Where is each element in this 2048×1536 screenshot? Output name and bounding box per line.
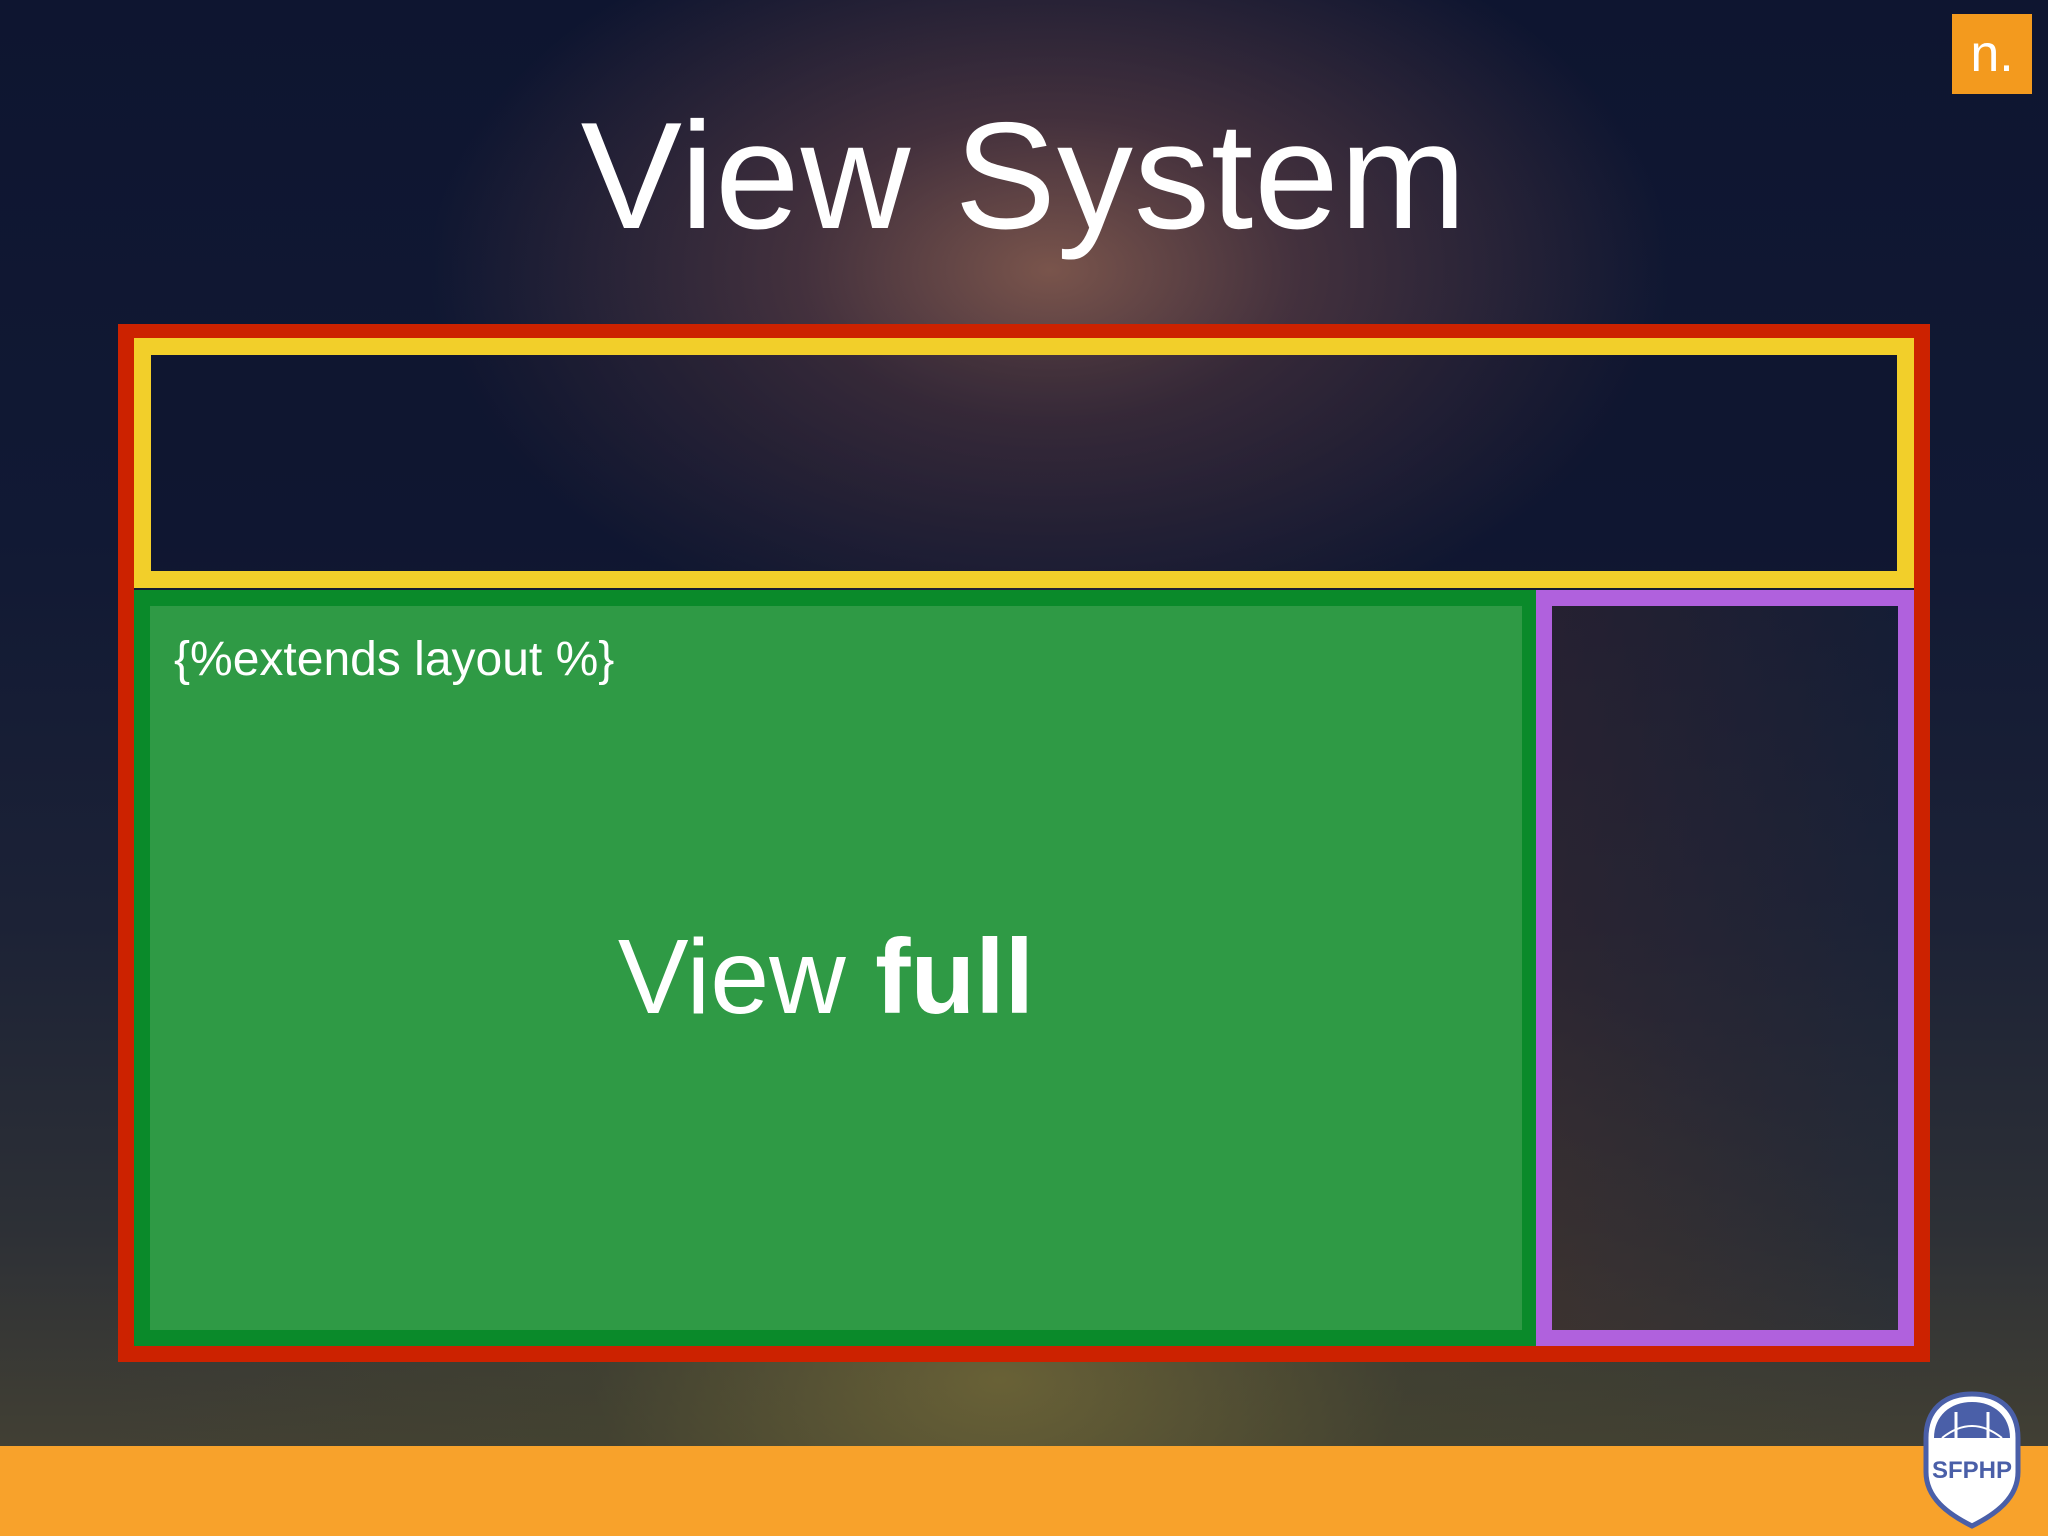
bottom-bar — [0, 1446, 2048, 1536]
n-logo-icon: n. — [1952, 14, 2032, 94]
view-label-bold: full — [875, 918, 1035, 1036]
sfphp-shield-icon: SFPHP — [1923, 1391, 2021, 1529]
view-label-light: View — [617, 918, 876, 1036]
extends-tag-text: {%extends layout %} — [174, 633, 615, 686]
content-region: {%extends layout %} View full — [134, 590, 1538, 1346]
view-label: View full — [150, 924, 1522, 1030]
slide-title: View System — [580, 91, 1468, 261]
layout-frame — [118, 324, 1930, 1362]
badge-text: SFPHP — [1932, 1457, 2012, 1484]
header-region — [134, 338, 1914, 588]
sidebar-region — [1536, 590, 1914, 1346]
